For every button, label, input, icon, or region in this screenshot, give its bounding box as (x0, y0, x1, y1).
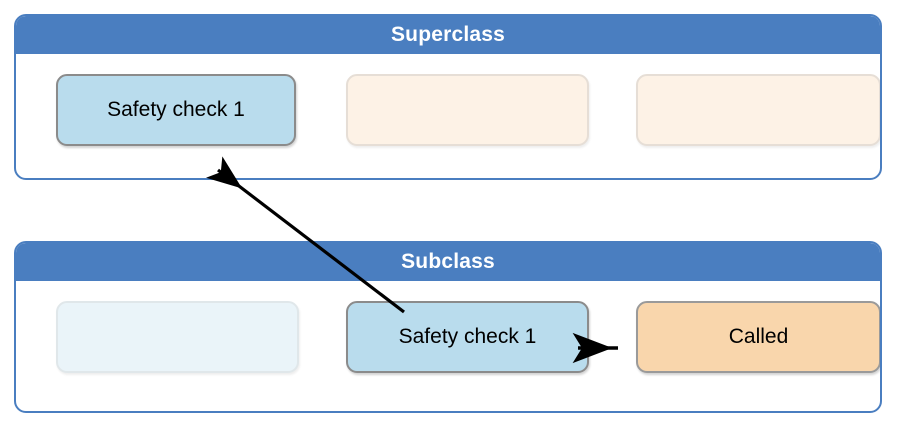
subclass-header: Subclass (16, 243, 880, 281)
superclass-method-empty-1[interactable] (346, 74, 589, 146)
subclass-method-called[interactable]: Called (636, 301, 880, 373)
subclass-method-empty-1[interactable] (56, 301, 299, 373)
superclass-method-safety-check-1[interactable]: Safety check 1 (56, 74, 296, 146)
subclass-container: Subclass Safety check 1 Called (14, 241, 882, 413)
subclass-body: Safety check 1 Called (16, 281, 880, 411)
superclass-body: Safety check 1 (16, 54, 880, 178)
superclass-container: Superclass Safety check 1 (14, 14, 882, 180)
subclass-method-safety-check-1[interactable]: Safety check 1 (346, 301, 589, 373)
superclass-method-empty-2[interactable] (636, 74, 880, 146)
superclass-header: Superclass (16, 16, 880, 54)
